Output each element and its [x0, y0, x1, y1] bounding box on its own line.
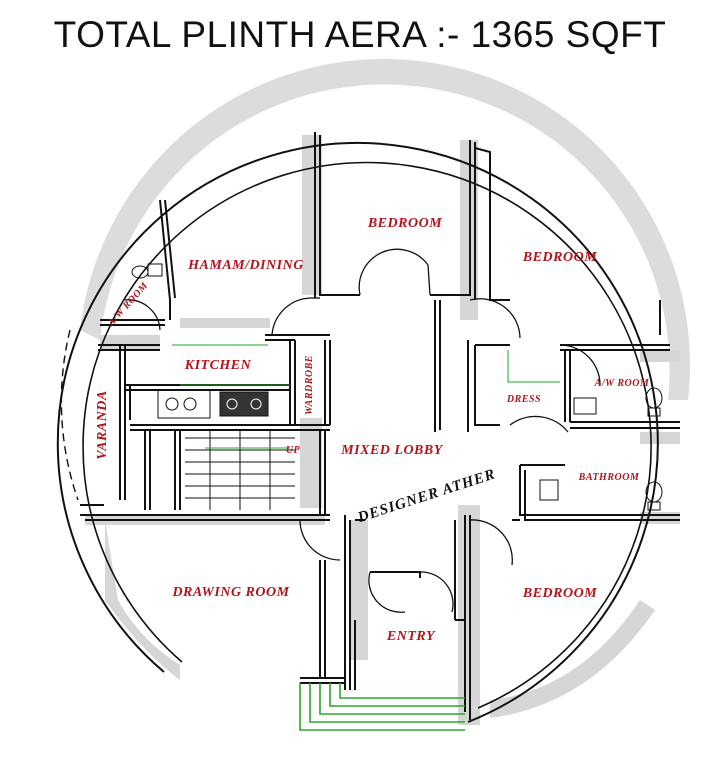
label-aw-room-right: A/W ROOM [594, 378, 650, 389]
entry-steps [299, 683, 465, 731]
label-hamam-dining: HAMAM/DINING [187, 258, 304, 273]
label-bedroom-bottom: BEDROOM [522, 586, 597, 601]
label-mixed-lobby: MIXED LOBBY [340, 443, 444, 458]
label-kitchen: KITCHEN [184, 358, 252, 373]
label-wardrobe: WARDROBE [304, 355, 315, 415]
plan-title: TOTAL PLINTH AERA :- 1365 SQFT [53, 14, 667, 55]
label-up: UP [286, 445, 301, 456]
label-varanda: VARANDA [95, 390, 110, 459]
label-bedroom-right: BEDROOM [522, 250, 597, 265]
label-entry: ENTRY [386, 629, 436, 644]
wall-shadow [80, 58, 691, 725]
kitchen-fixtures [157, 344, 290, 419]
label-bathroom: BATHROOM [578, 472, 640, 483]
door-swings [124, 248, 601, 613]
label-bedroom-top: BEDROOM [367, 216, 442, 231]
bathroom-fixtures [131, 263, 663, 511]
staircase [185, 430, 295, 510]
label-dress: DRESS [506, 394, 541, 405]
label-drawing-room: DRAWING ROOM [171, 585, 289, 600]
